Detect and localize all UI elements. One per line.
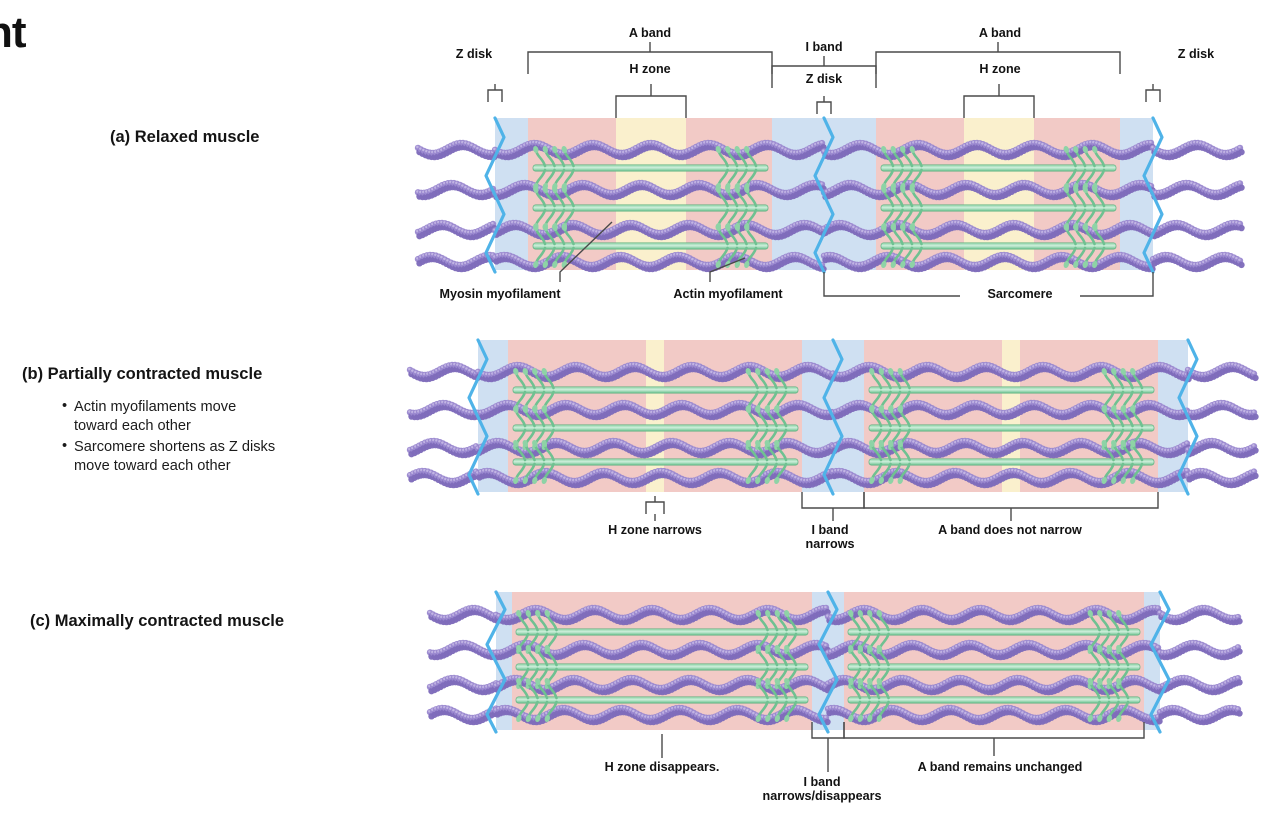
actin-leader [709, 257, 746, 282]
myosin-leader [559, 221, 613, 282]
label-a-band-does-not-narrow: A band does not narrow [938, 523, 1082, 537]
label-i-band-top: I band [805, 40, 843, 54]
label-h-zone-right: H zone [979, 62, 1021, 76]
sarcomere-bracket-left [823, 272, 960, 297]
label-h-zone-disappears: H zone disappears. [604, 760, 720, 774]
label-sarcomere: Sarcomere [987, 287, 1053, 301]
bullet-item-1: Actin myofilaments move toward each othe… [62, 397, 362, 437]
h-zone-right-bracket [963, 95, 1035, 118]
h-zone-left-bracket [615, 95, 687, 118]
bullet-item-2: Sarcomere shortens as Z disks move towar… [62, 437, 362, 477]
panel-b-bullets: Actin myofilaments move toward each othe… [62, 397, 362, 477]
panel-c-heading: (c) Maximally contracted muscle [30, 612, 285, 630]
label-actin-myofilament: Actin myofilament [673, 287, 783, 301]
page-title: nt [0, 8, 27, 57]
label-a-band-remains-unchanged: A band remains unchanged [917, 760, 1083, 774]
label-z-disk-left: Z disk [455, 47, 493, 61]
bullet-1-line-2: toward each other [74, 418, 191, 435]
panel-a-heading: (a) Relaxed muscle [110, 128, 260, 146]
label-z-disk-mid: Z disk [805, 72, 843, 86]
label-h-zone-left: H zone [629, 62, 671, 76]
label-i-band-narrows: I band narrows [770, 523, 890, 552]
label-i-band-narrows-disappears: I band narrows/disappears [737, 775, 907, 804]
i-band-dis-line-2: narrows/disappears [762, 789, 882, 804]
bullet-2-line-2: move toward each other [74, 457, 231, 474]
label-h-zone-narrows: H zone narrows [608, 523, 702, 537]
h-zone-narrows-tick [645, 501, 665, 514]
label-a-band-right: A band [978, 26, 1022, 40]
a-band-not-narrow-bracket [863, 492, 1159, 509]
i-band-dis-line-1: I band [803, 775, 841, 789]
bullet-1-line-1: Actin myofilaments move [74, 399, 237, 415]
z-disk-mid-tick [816, 101, 832, 114]
label-a-band-left: A band [628, 26, 672, 40]
i-band-narrows-line-1: I band [811, 523, 849, 537]
sarcomere-bracket-right [1080, 272, 1154, 297]
panel-b-heading: (b) Partially contracted muscle [22, 365, 263, 383]
z-disk-left-tick [487, 89, 503, 102]
i-band-narrows-line-2: narrows [805, 537, 855, 552]
bullet-2-line-1: Sarcomere shortens as Z disks [74, 438, 276, 455]
label-myosin-myofilament: Myosin myofilament [439, 287, 561, 301]
z-disk-right-tick [1145, 89, 1161, 102]
label-z-disk-right: Z disk [1177, 47, 1215, 61]
